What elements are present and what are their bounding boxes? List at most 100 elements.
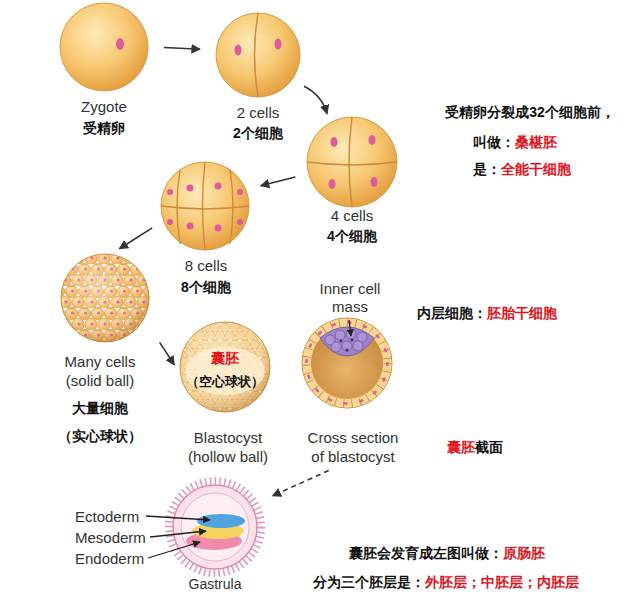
cavity <box>311 327 383 399</box>
icm-cell <box>353 341 363 351</box>
nucleus <box>371 177 378 187</box>
icm-cell <box>335 330 345 340</box>
icm-nucleus <box>346 349 349 352</box>
annotation-text: 胚胎干细胞 <box>487 305 557 321</box>
stage-arrow <box>261 177 296 186</box>
nucleus <box>215 225 222 232</box>
annotation-text: 叫做： <box>473 134 515 150</box>
leader-line <box>148 542 200 558</box>
annotation-text: 受精卵分裂成32个细胞前， <box>445 104 615 120</box>
annotation-text: 全能干细胞 <box>501 161 571 177</box>
leader-line <box>150 531 206 537</box>
stage-group: Gastrula <box>163 475 267 592</box>
stage-label: （实心球状） <box>58 428 142 445</box>
cilia <box>169 481 261 573</box>
leader-line <box>146 516 210 520</box>
cell-cluster <box>61 254 149 342</box>
nucleus <box>237 219 243 225</box>
cleavage-line <box>230 170 233 244</box>
nucleus <box>237 189 243 195</box>
stage-group: 8 cells8个细胞 <box>159 161 251 297</box>
stage-group: 4 cells 4个细胞 <box>305 116 399 246</box>
annotation-line: 内层细胞：胚胎干细胞 <box>417 305 557 321</box>
stage-label: 2个细胞 <box>233 125 283 142</box>
shading <box>61 254 149 342</box>
annotation-text: 分为三个胚层是： <box>313 574 425 590</box>
gastrula-body <box>173 485 257 569</box>
cleavage-line <box>203 162 206 250</box>
annotation-text: 是： <box>473 161 501 177</box>
cell-body <box>161 162 249 250</box>
annotation-line: 是：全能干细胞 <box>473 161 571 177</box>
cell-body <box>60 3 148 91</box>
icm-cell <box>357 332 367 342</box>
nuclei-ring <box>307 323 388 404</box>
stage-label: 4 cells <box>331 207 374 225</box>
stage-label: 4个细胞 <box>327 228 377 245</box>
icm-nucleus <box>340 340 343 343</box>
stage-label: 囊胚 <box>211 350 239 367</box>
annotation-text: 囊胚会发育成左图叫做： <box>349 545 503 561</box>
stage-group: Zygote 受精卵 <box>58 2 150 138</box>
annotation-line: 分为三个胚层是：外胚层；中胚层；内胚层 <box>313 574 579 590</box>
cell-body <box>216 13 300 97</box>
leader-line <box>349 320 351 336</box>
nucleus <box>235 45 242 56</box>
stage-arrow <box>164 48 200 50</box>
cell-body <box>307 117 397 207</box>
nucleus <box>369 135 376 145</box>
stage-group: Inner cell massCross section of blastocy… <box>294 278 412 468</box>
nucleus <box>187 185 194 192</box>
nucleus <box>167 219 173 225</box>
stage-arrow <box>160 342 175 364</box>
stage-arrow <box>272 470 328 495</box>
nucleus <box>331 137 338 147</box>
layer-label: Ectoderm <box>75 508 139 525</box>
annotation-text: 外胚层；中胚层；内胚层 <box>425 574 579 590</box>
stage-label: Gastrula <box>189 577 242 591</box>
annotation-text: 原肠胚 <box>503 545 545 561</box>
annotation-text: 截面 <box>475 439 503 455</box>
cleavage-line <box>161 206 249 209</box>
annotation-line: 受精卵分裂成32个细胞前， <box>445 104 615 120</box>
nucleus <box>116 38 124 50</box>
icm-nucleus <box>351 339 354 342</box>
four-cell-embryo <box>307 117 397 207</box>
inner-wall <box>181 493 249 561</box>
stage-label: Zygote <box>81 98 127 116</box>
text-patch <box>185 347 265 395</box>
blastocyst <box>180 322 270 412</box>
cell-surface <box>180 322 270 412</box>
nucleus <box>275 39 282 50</box>
stage-label: 受精卵 <box>83 120 125 137</box>
outer-wall <box>302 318 392 408</box>
trophoblast-ring <box>307 323 388 404</box>
stage-label: 2 cells <box>237 104 280 122</box>
inner-cell-mass <box>320 327 374 356</box>
annotation-line: Ectoderm <box>75 508 139 525</box>
annotation-line: Endoderm <box>75 550 144 567</box>
two-cell-embryo <box>216 13 300 97</box>
stage-group: 囊胚（空心球状）Blastocyst (hollow ball) <box>176 320 280 468</box>
annotation-text: 囊胚 <box>447 439 475 455</box>
stage-label: Cross section of blastocyst <box>303 428 403 466</box>
stage-group: Many cells (solid ball) 大量细胞 （实心球状） <box>50 253 158 446</box>
annotation-line: 囊胚会发育成左图叫做：原肠胚 <box>349 545 545 561</box>
stage-label: （空心球状） <box>186 374 264 390</box>
blastocyst-section <box>302 318 392 408</box>
stage-label: Many cells (solid ball) <box>52 352 148 390</box>
nucleus <box>329 179 336 189</box>
nucleus <box>187 223 194 230</box>
annotation-text: 内层细胞： <box>417 305 487 321</box>
stage-arrow <box>304 86 327 113</box>
gastrula <box>146 481 261 573</box>
nucleus <box>167 189 173 195</box>
eight-cell-embryo <box>161 162 249 250</box>
cell-divisions <box>307 323 388 404</box>
cleavage-line <box>307 162 397 165</box>
layer-label: Endoderm <box>75 550 144 567</box>
shading <box>180 322 270 412</box>
stage-arrow <box>119 228 152 249</box>
stage-label: 大量细胞 <box>72 400 128 417</box>
stage-label: 8个细胞 <box>181 279 231 296</box>
